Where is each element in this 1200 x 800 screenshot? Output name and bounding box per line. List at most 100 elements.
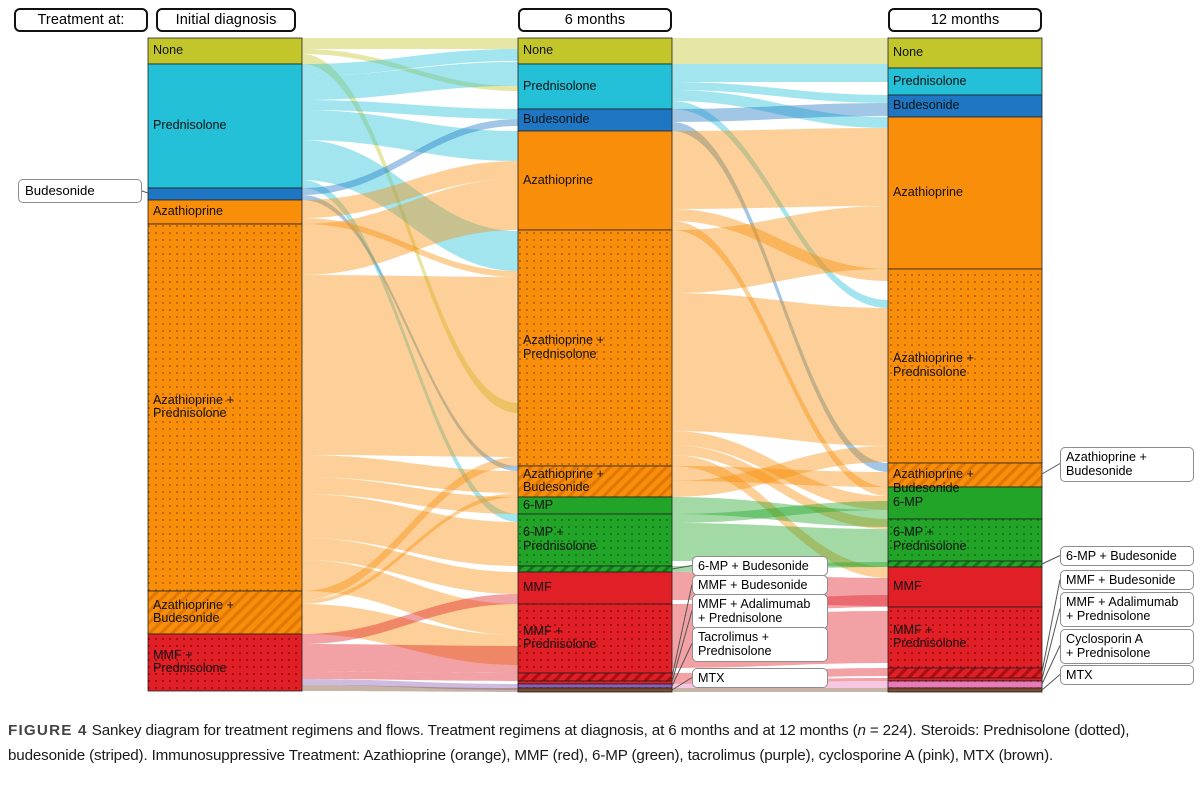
flow-ribbon — [672, 523, 888, 561]
sankey-node[interactable] — [517, 513, 673, 567]
callout-label: MTX — [692, 668, 828, 689]
sankey-node[interactable] — [887, 462, 1043, 488]
callout-label: 6-MP + Budesonide — [1060, 546, 1194, 567]
flow-ribbon — [302, 493, 518, 604]
sankey-node[interactable] — [147, 199, 303, 225]
callout-leader — [671, 565, 693, 570]
callout-leader — [141, 190, 149, 194]
sankey-node[interactable] — [517, 683, 673, 689]
flow-ribbon — [302, 538, 518, 594]
sankey-node[interactable] — [517, 672, 673, 682]
flow-ribbon — [672, 68, 888, 82]
flow-ribbon — [302, 594, 518, 644]
header-treatment-at: Treatment at: — [14, 8, 148, 32]
sankey-node[interactable] — [887, 37, 1043, 69]
flow-ribbon — [302, 671, 518, 681]
sankey-node[interactable] — [517, 465, 673, 498]
flow-ribbon — [302, 685, 518, 692]
flow-ribbon — [302, 457, 518, 600]
flow-ribbon — [302, 560, 518, 635]
sankey-node[interactable] — [147, 63, 303, 189]
flow-ribbon — [672, 64, 888, 68]
stage-nodes — [147, 37, 1043, 693]
flow-ribbon — [302, 644, 518, 673]
callout-label: Azathioprine + Budesonide — [1060, 447, 1194, 482]
sankey-node[interactable] — [147, 37, 303, 65]
sankey-node[interactable] — [517, 496, 673, 515]
sankey-node[interactable] — [887, 677, 1043, 682]
callout-leader — [1041, 645, 1061, 685]
flow-ribbon — [672, 688, 888, 692]
sankey-node[interactable] — [887, 566, 1043, 608]
callout-leader — [1041, 555, 1061, 565]
callout-leader — [671, 677, 693, 691]
callout-label: MMF + Adalimumab + Prednisolone — [692, 594, 828, 629]
sankey-node[interactable] — [887, 116, 1043, 270]
flow-ribbons — [302, 38, 888, 692]
sankey-node[interactable] — [517, 687, 673, 693]
flow-ribbon — [672, 101, 888, 308]
header-stage-6-months: 6 months — [518, 8, 672, 32]
flow-ribbon — [302, 604, 518, 665]
flow-ribbon — [672, 122, 888, 472]
sankey-node[interactable] — [517, 603, 673, 674]
sankey-node[interactable] — [517, 108, 673, 132]
sankey-node[interactable] — [887, 268, 1043, 464]
callout-leader-lines — [141, 190, 1061, 691]
sankey-node[interactable] — [887, 560, 1043, 568]
flow-ribbon — [672, 501, 888, 523]
flow-ribbon — [302, 180, 518, 522]
sankey-node[interactable] — [147, 590, 303, 635]
sankey-node[interactable] — [517, 37, 673, 65]
sankey-node[interactable] — [887, 94, 1043, 118]
callout-leader — [1041, 674, 1061, 691]
flow-ribbon — [302, 62, 518, 100]
flow-ribbon — [672, 455, 888, 578]
flow-ribbon — [302, 275, 518, 457]
sankey-node[interactable] — [147, 187, 303, 201]
callout-label: 6-MP + Budesonide — [692, 556, 828, 577]
sankey-node[interactable] — [517, 63, 673, 110]
sankey-node[interactable] — [517, 565, 673, 573]
flow-ribbon — [672, 445, 888, 529]
callout-leader — [671, 643, 693, 687]
flow-ribbon — [302, 110, 518, 161]
sankey-node[interactable] — [887, 518, 1043, 562]
flow-ribbon — [672, 82, 888, 103]
flow-ribbon — [672, 293, 888, 446]
flow-ribbon — [302, 38, 518, 49]
flow-ribbon — [302, 679, 518, 690]
sankey-node[interactable] — [517, 130, 673, 231]
callout-leader — [671, 584, 693, 678]
sankey-node[interactable] — [887, 667, 1043, 679]
flow-ribbon — [302, 179, 518, 275]
callout-leader — [671, 610, 693, 683]
caption-text-1: Sankey diagram for treatment regimens an… — [91, 722, 858, 739]
header-stage-initial-diagnosis: Initial diagnosis — [156, 8, 296, 32]
sankey-node[interactable] — [517, 571, 673, 605]
callout-label: Budesonide — [18, 179, 142, 204]
sankey-node[interactable] — [147, 223, 303, 592]
sankey-node[interactable] — [887, 680, 1043, 689]
flow-ribbon — [302, 119, 518, 195]
flow-ribbon — [302, 49, 518, 76]
flow-ribbon — [302, 477, 518, 514]
sankey-node[interactable] — [887, 486, 1043, 520]
sankey-node[interactable] — [887, 687, 1043, 693]
sankey-node[interactable] — [887, 67, 1043, 96]
flow-ribbon — [302, 54, 518, 413]
callout-label: MMF + Adalimumab + Prednisolone — [1060, 592, 1194, 627]
sankey-node[interactable] — [147, 633, 303, 692]
flow-ribbon — [302, 455, 518, 493]
flow-ribbon — [672, 206, 888, 293]
callout-leader — [1041, 608, 1061, 680]
callout-label: Cyclosporin A + Prednisolone — [1060, 629, 1194, 664]
flow-ribbon — [302, 49, 518, 91]
sankey-node[interactable] — [887, 606, 1043, 669]
sankey-node[interactable] — [517, 680, 673, 685]
sankey-node[interactable] — [517, 229, 673, 467]
flow-ribbon — [672, 209, 888, 281]
caption-n-symbol: n — [857, 722, 866, 739]
flow-ribbon — [302, 218, 518, 277]
